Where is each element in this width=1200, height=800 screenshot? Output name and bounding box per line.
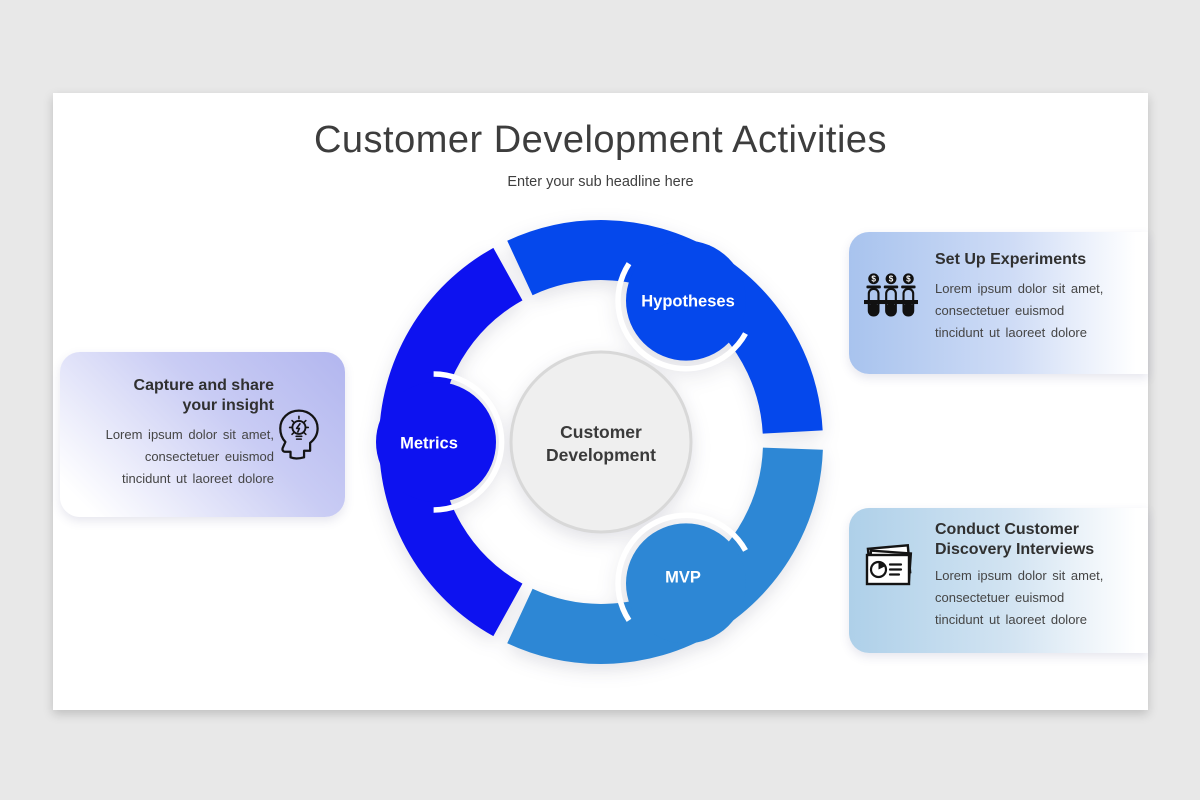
node-mvp [626,523,746,644]
card-title: Capture and share [133,377,274,394]
card-title: Discovery Interviews [935,541,1095,558]
development-cycle-diagram: Hypotheses Metrics MVP Customer Developm… [376,220,823,664]
card-body-line: consectetuer euismod [935,303,1065,318]
node-separator-arc-hypotheses [615,262,748,372]
card-body-line: Lorem ipsum dolor sit amet, [105,427,274,442]
node-separator-arc-mvp [615,512,748,622]
head-lightbulb-icon [279,409,319,460]
card-body-line: consectetuer euismod [144,449,274,464]
card-body-line: Lorem ipsum dolor sit amet, [935,281,1104,296]
card-body-line: tincidunt ut laoreet dolore [122,471,274,486]
card-title: Conduct Customer [935,521,1079,538]
center-label-line1: Customer [560,422,642,442]
svg-text:$: $ [871,274,876,283]
node-metrics [376,382,496,502]
card-set-up-experiments: Set Up Experiments Lorem ipsum dolor sit… [849,232,1148,374]
card-body-line: consectetuer euismod [935,590,1065,605]
node-hypotheses [626,240,746,361]
card-title: Set Up Experiments [935,251,1087,268]
slide-subtitle: Enter your sub headline here [507,174,694,190]
card-body-line: tincidunt ut laoreet dolore [935,325,1087,340]
card-body-line: Lorem ipsum dolor sit amet, [935,568,1104,583]
money-test-tubes-icon: $ $ $ [864,273,918,317]
slide-title: Customer Development Activities [313,119,888,161]
svg-text:$: $ [889,274,894,283]
center-circle [509,350,693,534]
node-separator-arc-metrics [433,371,505,513]
card-conduct-interviews: Conduct Customer Discovery Interviews Lo… [849,508,1148,653]
center-label-line2: Development [546,445,656,465]
card-capture-insight: Capture and share your insight Lorem ips… [60,352,345,517]
slide-frame: Customer Development Activities Enter yo… [53,93,1148,710]
card-body-line: tincidunt ut laoreet dolore [935,612,1087,627]
card-title: your insight [182,397,274,414]
node-label-mvp: MVP [665,569,701,587]
node-label-hypotheses: Hypotheses [641,293,735,311]
report-documents-icon [865,544,913,586]
svg-text:$: $ [906,274,911,283]
node-label-metrics: Metrics [400,435,458,453]
